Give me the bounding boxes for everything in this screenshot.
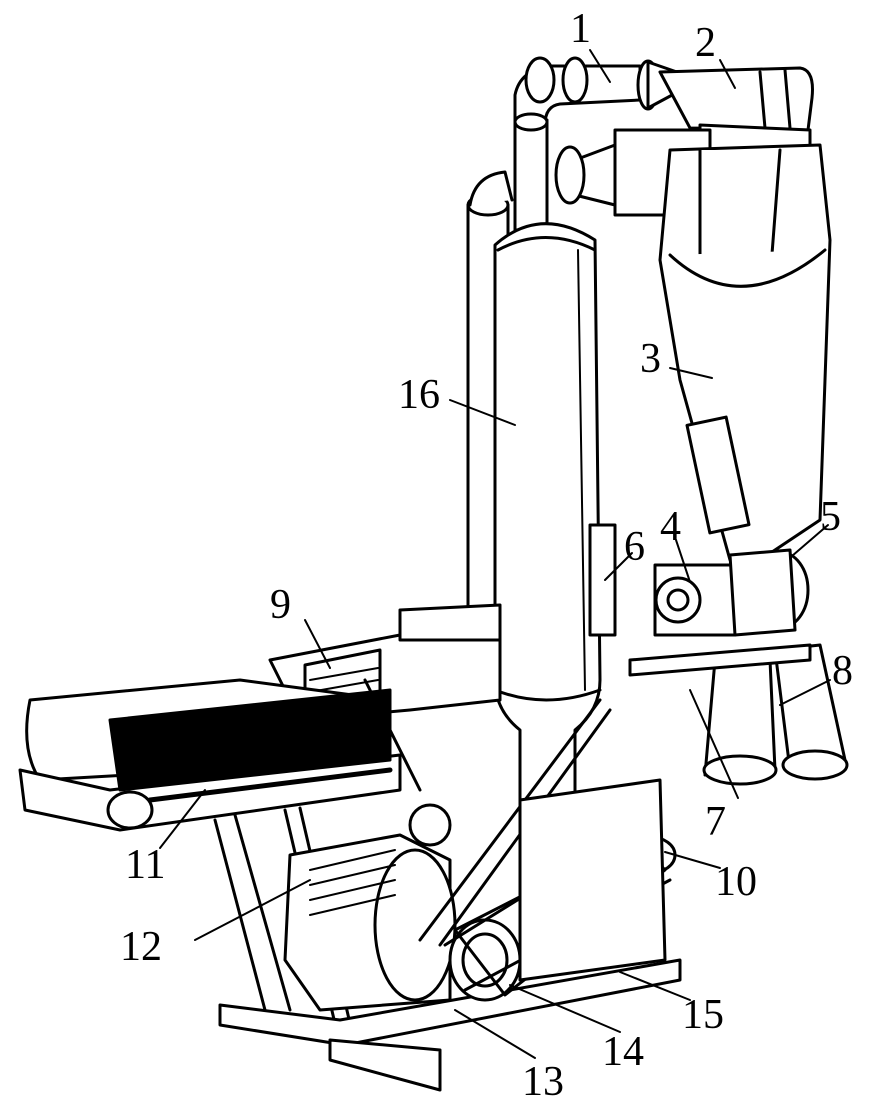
label-4: 4 [660,504,681,550]
leader-lines [159,49,831,1059]
label-5: 5 [820,494,841,540]
side-body [588,523,617,637]
label-16: 16 [398,372,440,418]
crusher-body [408,778,667,982]
base-frame [218,958,682,1092]
label-10: 10 [715,859,757,905]
label-9: 9 [270,582,291,628]
label-8: 8 [832,648,853,694]
label-1: 1 [570,6,591,52]
feed-rotor [653,548,810,637]
cross-bar [628,643,812,677]
bagging-outlets [702,643,849,786]
label-7: 7 [705,799,726,845]
vertical-pipe-column [493,112,602,802]
callout-labels: 1 2 3 4 5 6 7 8 9 10 11 12 13 14 15 16 [120,6,853,1105]
label-3: 3 [640,336,661,382]
belt-conveyor [18,678,402,832]
label-2: 2 [695,20,716,66]
label-6: 6 [624,524,645,570]
label-11: 11 [125,842,165,888]
cyclone-separator [658,143,832,562]
label-15: 15 [682,992,724,1038]
label-14: 14 [602,1029,644,1075]
label-13: 13 [522,1059,564,1105]
electric-motor [283,833,457,1012]
label-12: 12 [120,924,162,970]
